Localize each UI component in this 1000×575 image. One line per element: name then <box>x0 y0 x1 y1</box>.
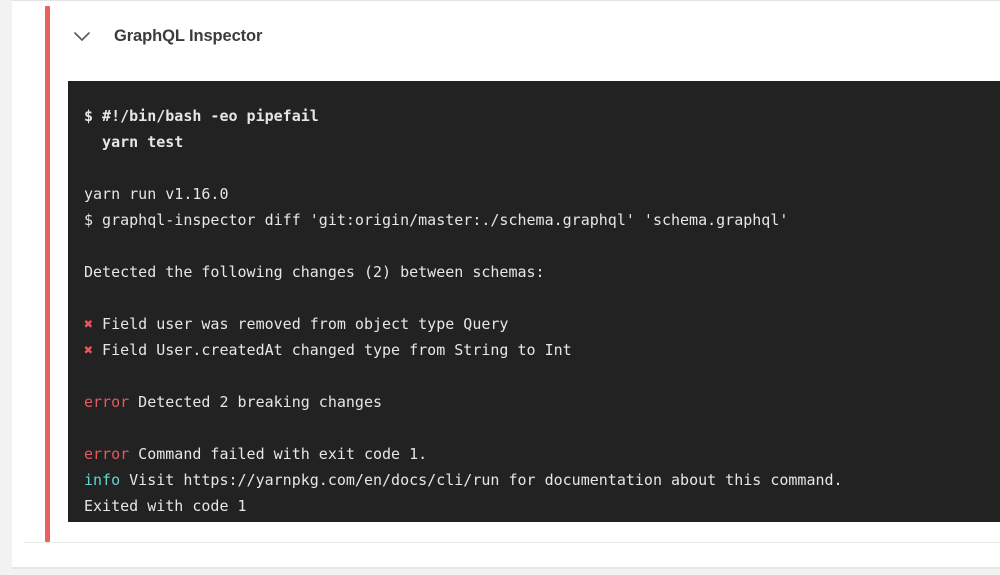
card-bottom-edge <box>12 567 1000 569</box>
terminal-token-plain: Field User.createdAt changed type from S… <box>93 341 572 359</box>
terminal-token-error: error <box>84 445 130 463</box>
step-header[interactable]: GraphQL Inspector <box>68 19 262 53</box>
card-divider <box>24 542 1000 543</box>
terminal-token-plain: Visit https://yarnpkg.com/en/docs/cli/ru… <box>120 471 843 489</box>
terminal-token-plain: $ graphql-inspector diff 'git:origin/mas… <box>84 211 789 229</box>
terminal-token-cross: ✖ <box>84 315 94 333</box>
page-gutter <box>0 0 12 575</box>
terminal-line-detected-changes: Detected the following changes (2) betwe… <box>84 259 1000 285</box>
terminal-line-blank-5 <box>84 415 1000 441</box>
terminal-log-lines: $ #!/bin/bash -eo pipefail yarn test yar… <box>84 103 1000 519</box>
terminal-token-plain: $ #!/bin/bash -eo pipefail <box>84 107 319 125</box>
terminal-token-error: error <box>84 393 130 411</box>
terminal-line-yarn-version: yarn run v1.16.0 <box>84 181 1000 207</box>
terminal-line-error-breaking: error Detected 2 breaking changes <box>84 389 1000 415</box>
terminal-line-cmd-yarn-test: yarn test <box>84 129 1000 155</box>
terminal-output-panel[interactable]: $ #!/bin/bash -eo pipefail yarn test yar… <box>68 81 1000 522</box>
terminal-token-plain: Detected 2 breaking changes <box>129 393 383 411</box>
status-strip-failed <box>45 6 50 542</box>
build-step-card: GraphQL Inspector $ #!/bin/bash -eo pipe… <box>12 0 1000 568</box>
terminal-token-plain: Exited with code 1 <box>84 497 247 515</box>
terminal-line-blank-1 <box>84 155 1000 181</box>
terminal-line-inspector-diff: $ graphql-inspector diff 'git:origin/mas… <box>84 207 1000 233</box>
terminal-token-info: info <box>84 471 121 489</box>
terminal-token-plain: Command failed with exit code 1. <box>129 445 428 463</box>
terminal-line-info-docs: info Visit https://yarnpkg.com/en/docs/c… <box>84 467 1000 493</box>
terminal-token-plain: yarn run v1.16.0 <box>84 185 229 203</box>
step-title: GraphQL Inspector <box>114 26 263 45</box>
terminal-line-cmd-shebang: $ #!/bin/bash -eo pipefail <box>84 103 1000 129</box>
terminal-token-cross: ✖ <box>84 341 94 359</box>
terminal-line-exited-code: Exited with code 1 <box>84 493 1000 519</box>
terminal-token-plain: Field user was removed from object type … <box>93 315 509 333</box>
terminal-line-blank-2 <box>84 233 1000 259</box>
terminal-token-plain: Detected the following changes (2) betwe… <box>84 263 545 281</box>
terminal-token-plain: yarn test <box>84 133 184 151</box>
terminal-line-error-exit-code: error Command failed with exit code 1. <box>84 441 1000 467</box>
terminal-line-blank-3 <box>84 285 1000 311</box>
terminal-line-change-1: ✖ Field user was removed from object typ… <box>84 311 1000 337</box>
terminal-line-blank-4 <box>84 363 1000 389</box>
terminal-line-change-2: ✖ Field User.createdAt changed type from… <box>84 337 1000 363</box>
chevron-down-icon[interactable] <box>68 22 96 50</box>
